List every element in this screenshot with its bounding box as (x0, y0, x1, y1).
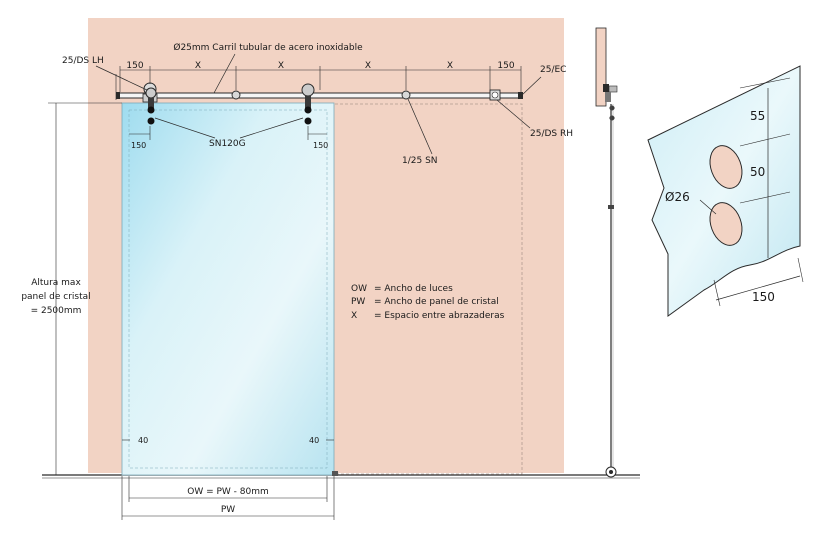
height-label-line3: = 2500mm (31, 306, 82, 316)
top-dim-x-3: X (365, 61, 371, 71)
label-sn-leader (407, 98, 433, 155)
legend-key-ow: OW (351, 284, 367, 294)
opening-outline (329, 103, 523, 475)
legend-key-x: X (351, 311, 357, 321)
offset-40-right: 40 (309, 436, 319, 445)
legend-text-x: = Espacio entre abrazaderas (374, 311, 505, 321)
ow-formula: OW = PW - 80mm (187, 487, 269, 497)
legend-text-pw: = Ancho de panel de cristal (374, 297, 499, 307)
glass-panel (121, 102, 335, 476)
top-dimension-ticks (119, 66, 522, 92)
height-label-line1: Altura max (31, 278, 81, 288)
detail-dim-50: 50 (750, 165, 765, 179)
label-ds-rh-leader (496, 99, 531, 129)
detail-dim-55: 55 (750, 109, 765, 123)
rail-tube (117, 92, 523, 99)
height-label-line2: panel de cristal (21, 292, 90, 302)
rail-end-cap-left (116, 92, 120, 99)
label-sn120g: SN120G (209, 139, 246, 149)
rail-title-leader (213, 53, 236, 94)
pw-label: PW (221, 505, 235, 515)
label-ec-leader (521, 76, 542, 96)
rail-title: Ø25mm Carril tubular de acero inoxidable (173, 42, 363, 53)
legend-text-ow: = Ancho de luces (374, 284, 453, 294)
glass-panel-inner-outline (128, 109, 328, 469)
detail-hole-bottom (709, 202, 743, 246)
detail-dim-26: Ø26 (665, 190, 690, 204)
wall-bracket-right (489, 89, 501, 101)
side-profile (595, 27, 618, 478)
panel-dim-150-right: 150 (313, 141, 328, 150)
top-dim-150-right: 150 (497, 61, 514, 71)
rail-support-2 (401, 90, 411, 100)
legend-key-pw: PW (351, 297, 365, 307)
roller-right (301, 83, 315, 125)
floor-guide (332, 471, 338, 476)
detail-hole-top (709, 145, 743, 189)
roller-left (145, 87, 157, 125)
legend: OW = Ancho de luces PW = Ancho de panel … (351, 284, 505, 321)
top-dim-x-1: X (195, 61, 201, 71)
offset-40-left: 40 (138, 436, 148, 445)
label-ds-rh: 25/DS RH (530, 129, 573, 139)
detail-dim-150: 150 (752, 290, 775, 304)
label-sn120g-leader-right (239, 117, 304, 139)
label-sn120g-leader-left (154, 117, 216, 139)
label-ec: 25/EC (540, 65, 566, 75)
panel-dim-150-left: 150 (131, 141, 146, 150)
top-dim-x-2: X (278, 61, 284, 71)
top-dim-150-left: 150 (126, 61, 143, 71)
rail-support-1 (231, 90, 241, 100)
label-sn: 1/25 SN (402, 156, 438, 166)
top-dim-x-4: X (447, 61, 453, 71)
rail-end-cap-right (518, 92, 523, 99)
glass-detail (647, 65, 804, 317)
label-ds-lh: 25/DS LH (62, 56, 104, 66)
label-ds-lh-leader (95, 65, 148, 91)
